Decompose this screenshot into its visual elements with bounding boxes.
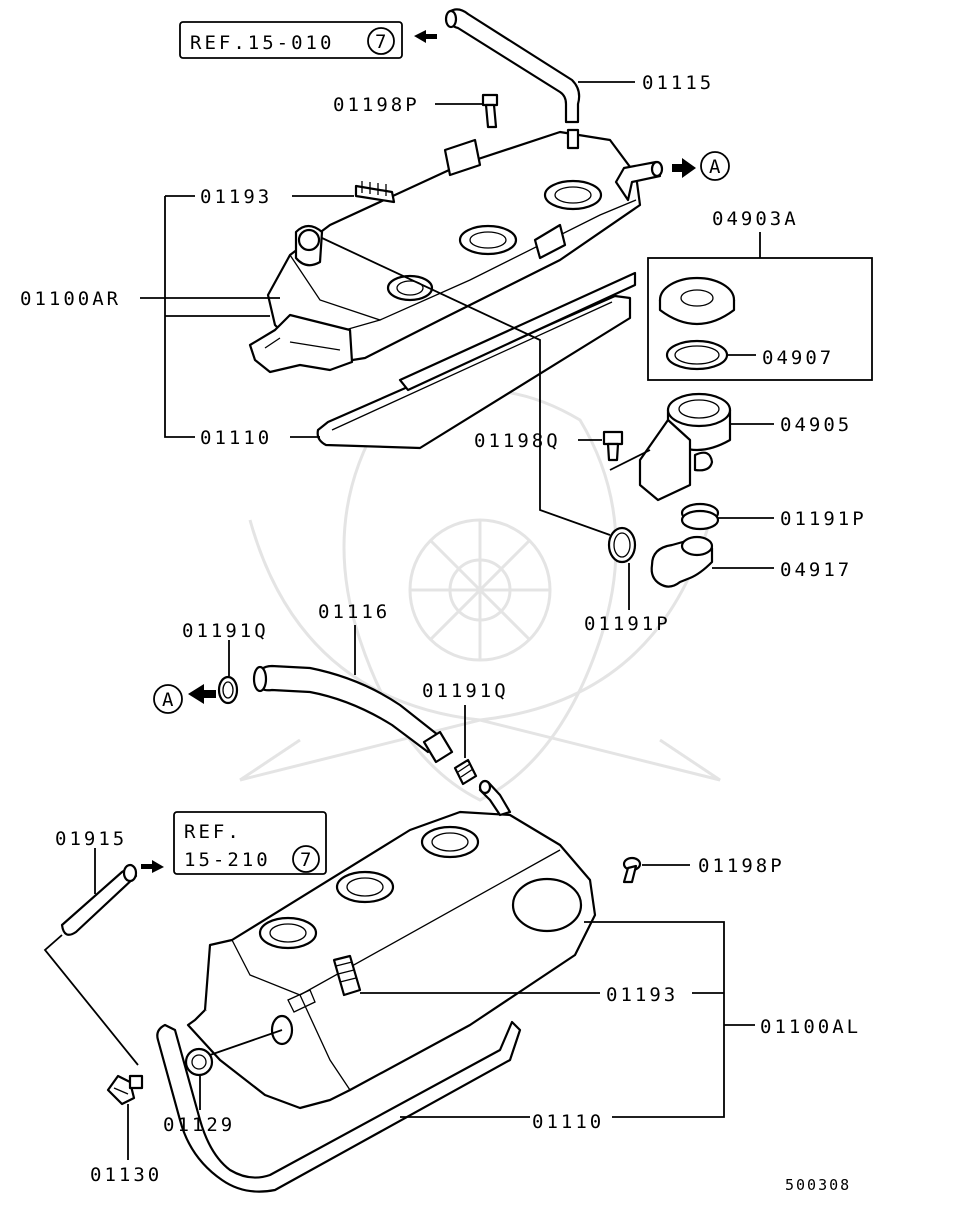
- label-01191Q-mid: 01191Q: [422, 680, 509, 702]
- arrow-a-right: A: [672, 151, 730, 181]
- label-04917: 04917: [780, 559, 852, 581]
- part-04905-filler-neck: [638, 392, 732, 502]
- arrow-a-left: A: [153, 684, 216, 714]
- ref-mid-circle: 7: [300, 849, 311, 871]
- label-01193-bottom: 01193: [606, 984, 678, 1006]
- label-01110-bottom: 01110: [532, 1111, 604, 1133]
- part-01198P-bolt-bottom: [622, 856, 642, 884]
- diagram-id: 500308: [785, 1176, 851, 1194]
- part-01193-clip-bottom: [332, 954, 362, 997]
- label-01191P-right: 01191P: [780, 508, 867, 530]
- valve-cover-left: [186, 779, 597, 1110]
- label-01191P-bottom: 01191P: [584, 613, 671, 635]
- ref-top-circle: 7: [375, 31, 386, 53]
- ref-box-top: REF.15-010 7: [179, 21, 437, 59]
- part-04917-hose: [650, 535, 714, 588]
- part-01116-hose: [252, 664, 454, 764]
- arrow-a-left-label: A: [162, 689, 174, 711]
- arrow-a-right-label: A: [709, 156, 721, 178]
- gasket-left: [156, 1020, 522, 1193]
- label-01115: 01115: [642, 72, 714, 94]
- label-01191Q-left: 01191Q: [182, 620, 269, 642]
- part-01130-pcv-valve: [106, 1074, 144, 1106]
- label-01198P-top: 01198P: [333, 94, 420, 116]
- label-01915: 01915: [55, 828, 127, 850]
- label-01129: 01129: [163, 1114, 235, 1136]
- label-04905: 04905: [780, 414, 852, 436]
- part-01129-grommet: [184, 1047, 214, 1077]
- label-01130: 01130: [90, 1164, 162, 1186]
- part-01915-hose: [60, 863, 138, 936]
- label-01193-top: 01193: [200, 186, 272, 208]
- arrow-icon: [414, 30, 437, 43]
- watermark: [239, 388, 721, 802]
- label-01100AL: 01100AL: [760, 1016, 861, 1038]
- arrow-icon: [141, 860, 164, 873]
- label-01198Q: 01198Q: [474, 430, 561, 452]
- part-01115-hose: [444, 8, 581, 124]
- label-04907: 04907: [762, 347, 834, 369]
- part-01193-clip-top: [354, 181, 396, 204]
- part-01191P-clamp-bottom: [607, 526, 637, 564]
- ref-top-label: REF.15-010: [190, 32, 334, 54]
- label-01116: 01116: [318, 601, 390, 623]
- part-01198P-bolt-top: [481, 93, 499, 129]
- ref-box-mid: REF. 15-210 7: [141, 811, 327, 875]
- part-01198Q-bolt: [602, 430, 624, 462]
- ref-mid-line1: REF.: [184, 821, 242, 843]
- label-01100AR: 01100AR: [20, 288, 121, 310]
- label-01110-top: 01110: [200, 427, 272, 449]
- group-04903A: 04903A 04907: [647, 208, 873, 381]
- label-04903A: 04903A: [712, 208, 799, 230]
- ref-mid-line2: 15-210: [184, 849, 271, 871]
- part-01191Q-clamp-left: [217, 675, 239, 705]
- part-01191P-clamp-right: [680, 502, 720, 531]
- part-01191Q-clamp-mid: [453, 758, 478, 786]
- gasket-right: [316, 271, 637, 450]
- label-01198P-bottom: 01198P: [698, 855, 785, 877]
- valve-cover-right: [248, 128, 664, 374]
